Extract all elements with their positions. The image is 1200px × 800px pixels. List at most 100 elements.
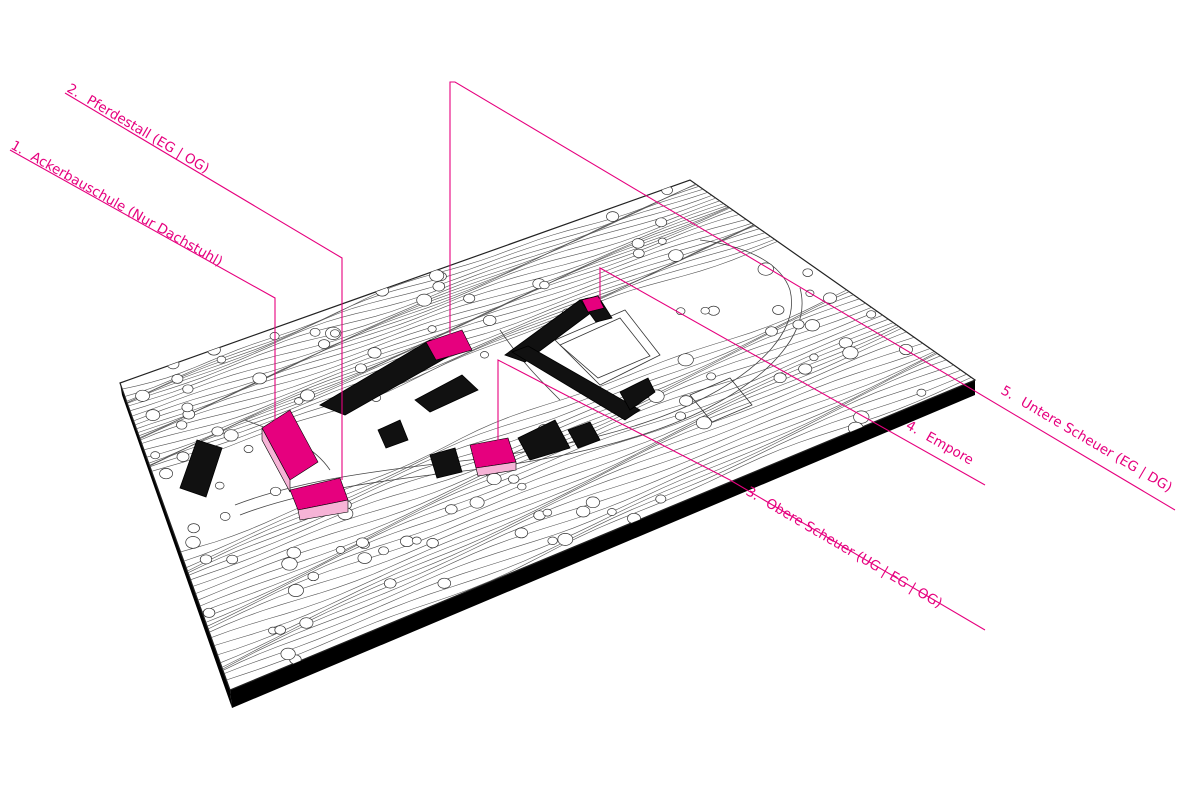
tree [655, 494, 667, 504]
tree [765, 326, 778, 337]
tree [677, 353, 694, 367]
tree [655, 217, 668, 228]
tree [426, 538, 439, 549]
tree [916, 388, 927, 397]
tree [354, 363, 367, 374]
tree [823, 292, 837, 304]
tree [445, 504, 458, 515]
contour-line [134, 206, 729, 426]
tree [216, 355, 227, 364]
tree [486, 472, 502, 486]
tree [633, 248, 645, 259]
tree [427, 325, 437, 333]
leader-lines [9, 81, 1176, 631]
tree [199, 554, 213, 565]
tree [243, 445, 254, 453]
tree [307, 571, 320, 582]
tree [514, 527, 529, 539]
label-2: 2.Pferdestall (EG | OG) [64, 81, 212, 177]
tree [469, 496, 485, 509]
tree [182, 384, 194, 394]
label-5: 5.Untere Scheuer (EG | DG) [998, 383, 1175, 496]
building-south-2 [567, 421, 601, 449]
tree [668, 249, 684, 262]
tree [463, 293, 476, 304]
tree [557, 533, 574, 546]
tree [809, 353, 819, 362]
tree [335, 546, 346, 554]
tree [226, 554, 239, 565]
tree [309, 327, 321, 337]
tree [437, 577, 452, 589]
contour-line [151, 241, 778, 472]
buildings [179, 295, 656, 498]
leader-line-1 [9, 149, 276, 430]
tree [480, 351, 489, 359]
tree [280, 647, 296, 661]
tree [675, 411, 686, 421]
contour-line [211, 351, 935, 638]
tree [585, 496, 600, 509]
building-small-2 [429, 447, 463, 479]
tree [171, 374, 184, 384]
leader-line-3 [497, 359, 986, 631]
tree [145, 409, 161, 421]
contour-line [217, 353, 938, 656]
tree [166, 358, 180, 370]
tree [631, 238, 645, 249]
tree [772, 305, 785, 315]
tree [576, 505, 591, 518]
tree [300, 389, 315, 402]
contour-line [131, 203, 724, 417]
tree [287, 584, 304, 597]
building-u-south [619, 377, 656, 411]
contour-line [222, 364, 954, 670]
tree [202, 607, 216, 618]
contour-line [180, 289, 847, 553]
contour-line [209, 348, 931, 633]
tree [181, 402, 194, 413]
tree [700, 306, 710, 315]
tree [274, 625, 286, 635]
tree [607, 508, 617, 516]
model-base-side [120, 383, 232, 708]
label-4: 4.Empore [903, 418, 976, 469]
tree [432, 281, 446, 292]
tree [211, 426, 224, 437]
tree [517, 482, 527, 491]
tree [842, 346, 859, 360]
tree [773, 372, 787, 384]
tree [176, 451, 190, 462]
tree [357, 552, 372, 564]
tree [542, 508, 553, 517]
tree [706, 372, 716, 381]
tree [159, 468, 173, 480]
tree [252, 372, 267, 385]
contour-line [207, 343, 923, 630]
tree [802, 268, 813, 277]
building-south-1 [517, 419, 571, 461]
tree [416, 293, 433, 307]
tree [281, 557, 298, 571]
building-middle [414, 374, 479, 413]
tree [508, 474, 520, 484]
tree [383, 578, 397, 589]
tree [539, 280, 550, 290]
contour-line [186, 294, 854, 568]
tree [757, 262, 774, 276]
tree [207, 344, 221, 356]
contour-line [214, 352, 937, 646]
tree [798, 363, 813, 375]
tree [356, 537, 369, 548]
tree [185, 536, 201, 549]
model-base-front [230, 380, 975, 708]
tree [330, 329, 340, 338]
highlighted-buildings [261, 295, 605, 521]
building-u-west [511, 345, 641, 421]
contour-line [149, 236, 771, 466]
contour-line [207, 337, 915, 627]
tree [214, 481, 225, 490]
tree [294, 397, 304, 405]
tree [695, 416, 713, 430]
tree [299, 617, 314, 629]
